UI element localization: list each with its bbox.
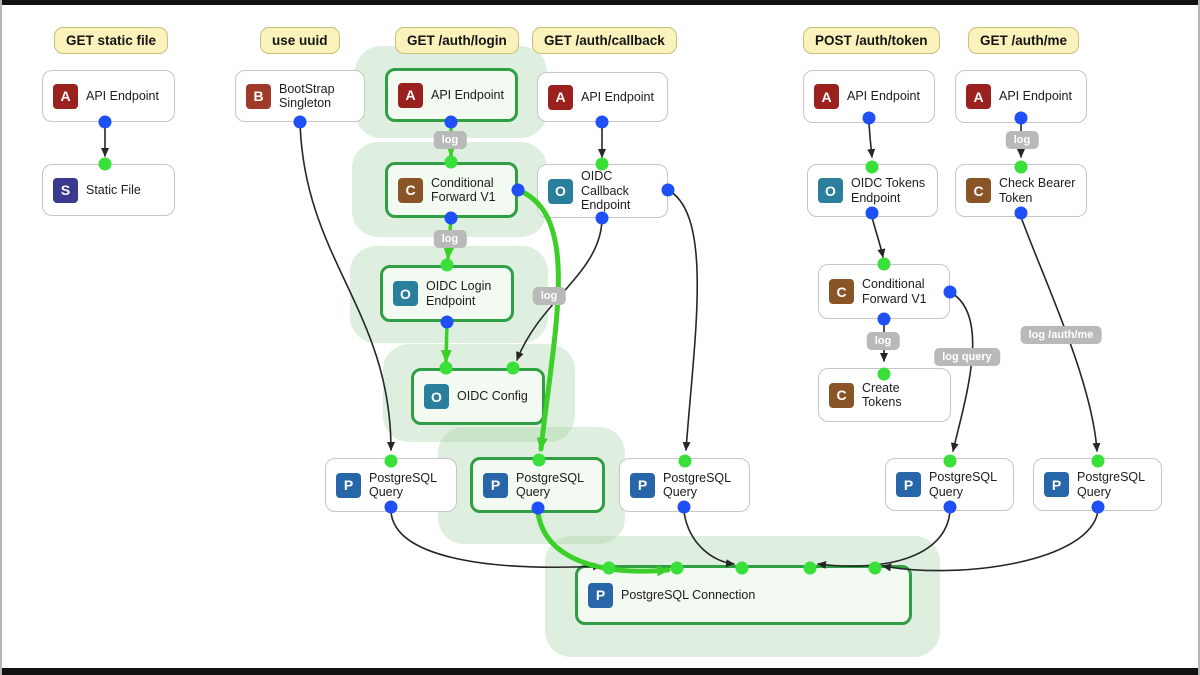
flow-label-get-static-file[interactable]: GET static file [54, 27, 169, 54]
node-label: Conditional Forward V1 [862, 277, 927, 306]
node-type-icon: O [424, 384, 449, 409]
node-label: PostgreSQL Query [929, 470, 998, 499]
node-postgresql-query-left[interactable]: P PostgreSQL Query [325, 458, 457, 512]
node-label: PostgreSQL Query [663, 470, 732, 499]
node-api-endpoint-login[interactable]: A API Endpoint [385, 68, 518, 122]
node-type-icon: S [53, 177, 78, 203]
node-label: API Endpoint [999, 89, 1072, 104]
node-label: Create Tokens [862, 380, 902, 409]
node-postgresql-query-r1[interactable]: P PostgreSQL Query [885, 458, 1014, 511]
node-type-icon: C [829, 279, 854, 304]
node-api-endpoint-callback[interactable]: A API Endpoint [537, 72, 668, 122]
node-label: Check Bearer Token [999, 176, 1076, 205]
node-postgresql-connection[interactable]: P PostgreSQL Connection [575, 565, 912, 625]
node-type-icon: O [393, 281, 418, 306]
node-type-icon: C [966, 178, 991, 203]
node-label: PostgreSQL Query [369, 470, 438, 499]
letterbox-top [2, 0, 1198, 5]
node-api-endpoint-token[interactable]: A API Endpoint [803, 70, 935, 123]
edge-oidc-tokens-to-cf-right[interactable] [871, 216, 886, 258]
node-type-icon: O [818, 178, 843, 203]
node-label: PostgreSQL Query [1077, 470, 1146, 499]
edge-token-api-to-oidc-tokens[interactable] [867, 122, 876, 158]
edge-pg-r2-to-conn[interactable] [882, 510, 1099, 572]
letterbox-bottom [2, 668, 1198, 675]
node-postgresql-query-mid[interactable]: P PostgreSQL Query [470, 457, 605, 513]
node-label: API Endpoint [581, 89, 654, 104]
edge-pg-left-to-conn[interactable] [390, 511, 602, 571]
node-oidc-config[interactable]: O OIDC Config [411, 368, 545, 425]
edge-label-log: log [1005, 131, 1039, 149]
node-type-icon: C [829, 382, 854, 408]
node-label: API Endpoint [431, 87, 504, 102]
node-label: API Endpoint [847, 89, 920, 104]
edge-label-log: log [532, 287, 566, 305]
node-label: OIDC Tokens Endpoint [851, 176, 926, 205]
node-type-icon: A [814, 84, 839, 109]
node-type-icon: P [630, 472, 655, 498]
node-type-icon: P [336, 472, 361, 498]
edge-label-log: log [433, 230, 467, 248]
node-bootstrap-singleton[interactable]: B BootStrap Singleton [235, 70, 365, 122]
flow-label-get-auth-me[interactable]: GET /auth/me [968, 27, 1080, 54]
node-type-icon: A [398, 82, 423, 108]
edge-cf-right-side-to-pg-r1[interactable] [949, 291, 974, 452]
flow-label-get-auth-callback[interactable]: GET /auth/callback [532, 27, 677, 54]
node-create-tokens[interactable]: C Create Tokens [818, 368, 951, 422]
node-static-file[interactable]: S Static File [42, 164, 175, 216]
node-postgresql-query-r2[interactable]: P PostgreSQL Query [1033, 458, 1162, 511]
edge-label-log: log [866, 332, 900, 350]
node-type-icon: P [588, 582, 613, 608]
node-type-icon: A [548, 84, 573, 110]
edge-pg-mid-to-conn[interactable] [535, 510, 671, 577]
edge-cf-side-to-pg-mid[interactable] [515, 187, 561, 452]
node-conditional-forward-v1-right[interactable]: C Conditional Forward V1 [818, 264, 950, 319]
node-api-endpoint-static[interactable]: A API Endpoint [42, 70, 175, 122]
flow-label-use-uuid[interactable]: use uuid [260, 27, 340, 54]
node-label: PostgreSQL Connection [621, 587, 756, 602]
node-label: OIDC Callback Endpoint [581, 169, 631, 213]
node-label: PostgreSQL Query [516, 470, 585, 499]
node-type-icon: B [246, 83, 271, 109]
edge-oidc-login-to-config[interactable] [440, 320, 452, 363]
node-oidc-callback-endpoint[interactable]: O OIDC Callback Endpoint [537, 164, 668, 218]
node-check-bearer-token[interactable]: C Check Bearer Token [955, 164, 1087, 217]
node-label: OIDC Login Endpoint [426, 279, 492, 308]
node-label: Conditional Forward V1 [431, 175, 496, 204]
node-type-icon: P [1044, 472, 1069, 497]
node-label: BootStrap Singleton [279, 81, 335, 110]
edge-callback-side-to-pg-right[interactable] [667, 189, 699, 451]
edge-label-log-query: log query [934, 348, 1000, 366]
node-api-endpoint-me[interactable]: A API Endpoint [955, 70, 1087, 123]
node-label: OIDC Config [457, 389, 528, 404]
node-label: API Endpoint [86, 88, 159, 103]
node-conditional-forward-v1-left[interactable]: C Conditional Forward V1 [385, 162, 518, 218]
flow-label-get-auth-login[interactable]: GET /auth/login [395, 27, 519, 54]
node-oidc-login-endpoint[interactable]: O OIDC Login Endpoint [380, 265, 514, 322]
node-type-icon: A [966, 84, 991, 109]
node-oidc-tokens-endpoint[interactable]: O OIDC Tokens Endpoint [807, 164, 938, 217]
flow-label-post-auth-token[interactable]: POST /auth/token [803, 27, 940, 54]
edge-callback-to-config[interactable] [516, 217, 603, 361]
edge-label-log-auth-me: log /auth/me [1020, 326, 1102, 344]
node-type-icon: P [483, 472, 508, 498]
edge-bootstrap-to-pg-left[interactable] [299, 121, 395, 451]
node-type-icon: A [53, 83, 78, 109]
edge-pg-right-to-conn[interactable] [683, 511, 735, 568]
edge-pg-r1-to-conn[interactable] [817, 510, 951, 569]
node-type-icon: O [548, 178, 573, 204]
edge-label-log: log [433, 131, 467, 149]
node-label: Static File [86, 182, 141, 197]
node-postgresql-query-right[interactable]: P PostgreSQL Query [619, 458, 750, 512]
node-type-icon: P [896, 472, 921, 497]
node-type-icon: C [398, 177, 423, 203]
